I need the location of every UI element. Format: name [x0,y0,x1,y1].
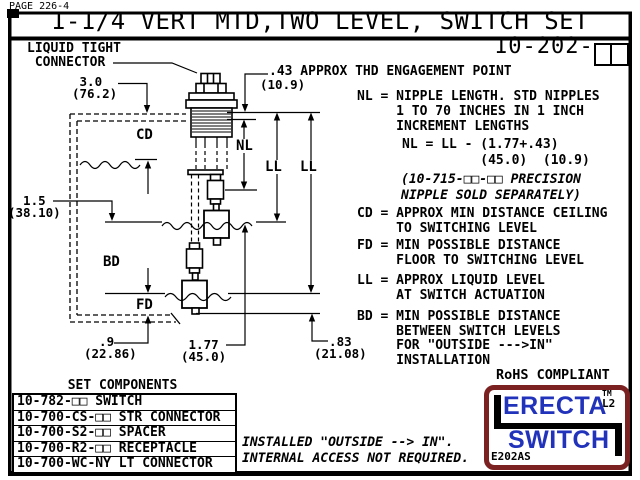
nl-tag: NL [235,138,254,154]
installed-note-line1: INSTALLED "OUTSIDE --> IN". [242,435,454,450]
arrowheads [108,104,316,324]
table-row-receptacle: 10-700-R2-□□ RECEPTACLE [14,440,235,457]
thd-engagement-mm: (10.9) [260,77,306,92]
page-borders [7,9,632,476]
reference-lines [105,111,320,315]
floor-end-tick [170,312,181,325]
dim-3-0: 3.0 (76.2) [72,74,118,101]
cd-definition: CD = APPROX MIN DISTANCE CEILING TO SWIT… [357,206,608,236]
logo-brand-bottom: SWITCH [508,426,610,454]
rohs-compliant-label: RoHS COMPLIANT [496,367,610,383]
part-number-box [610,43,629,66]
precision-nipple-note: (10-715-□□-□□ PRECISION NIPPLE SOLD SEPA… [401,172,582,203]
dim-1-5: 1.5 (38.10) [8,193,61,220]
bd-definition: BD = MIN POSSIBLE DISTANCE BETWEEN SWITC… [357,309,561,368]
fitting [113,62,238,176]
part-number: 10-202- [494,34,594,59]
cd-tag: CD [135,127,154,143]
lower-switch [181,242,208,315]
ll-tag-left: LL [264,159,283,175]
tank-outline [69,113,186,323]
liquid-tight-label: LIQUID TIGHT CONNECTOR [27,41,121,70]
logo-bar-left [494,395,501,429]
logo-code: E202AS [491,450,531,463]
logo-bar-bottom [501,423,622,429]
logo-bar-right [615,423,622,456]
thd-engagement-label: .43 APPROX THD ENGAGEMENT POINT [269,64,512,79]
dim-0-83: .83 (21.08) [314,334,367,361]
set-components-table: 10-782-□□ SWITCH 10-700-CS-□□ STR CONNEC… [12,393,237,474]
logo-brand-top: ERECTA [503,392,607,420]
liquid-level-waves [79,158,253,302]
table-row-str-connector: 10-700-CS-□□ STR CONNECTOR [14,409,235,426]
erecta-switch-logo: ERECTA TM L2 SWITCH E202AS [484,385,630,470]
table-row-spacer: 10-700-S2-□□ SPACER [14,425,235,441]
logo-grade: L2 [602,397,616,410]
fd-definition: FD = MIN POSSIBLE DISTANCE FLOOR TO SWIT… [357,238,584,268]
bd-tag: BD [102,254,121,270]
page-label: PAGE 226-4 [9,1,70,12]
table-row-lt-connector: 10-700-WC-NY LT CONNECTOR [14,456,235,472]
nl-formula: NL = LL - (1.77+.43) (45.0) (10.9) [402,137,590,168]
dimension-lines [53,73,328,346]
nl-note: NL = NIPPLE LENGTH. STD NIPPLES 1 TO 70 … [357,89,600,134]
upper-switch [190,173,230,246]
logo-tm: TM [602,389,612,398]
installed-note-line2: INTERNAL ACCESS NOT REQUIRED. [242,451,469,466]
page-title: 1-1/4 VERT MTD,TWO LEVEL, SWITCH SET [50,7,590,35]
table-row-switch: 10-782-□□ SWITCH [17,394,143,409]
dim-1-77: 1.77 (45.0) [181,337,227,364]
set-components-title: SET COMPONENTS [67,378,178,393]
ll-tag-right: LL [299,159,318,175]
fd-tag: FD [135,297,154,313]
dim-0-9: .9 (22.86) [84,334,137,361]
ll-definition: LL = APPROX LIQUID LEVEL AT SWITCH ACTUA… [357,273,545,303]
